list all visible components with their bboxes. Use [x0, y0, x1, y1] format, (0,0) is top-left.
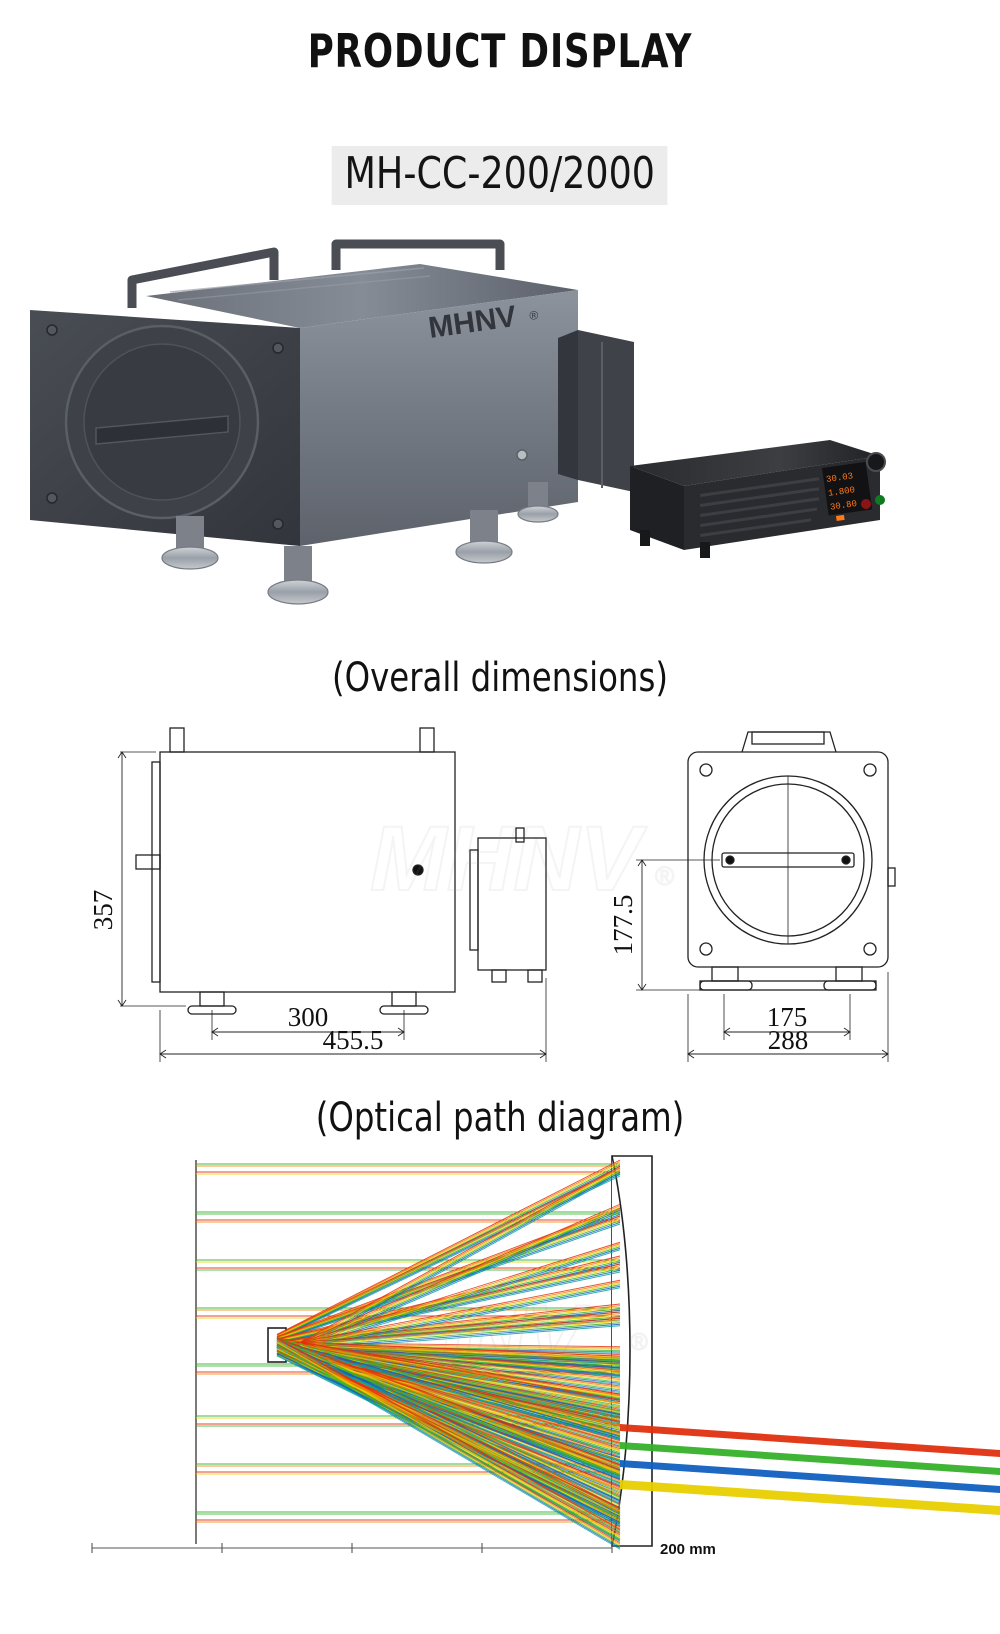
- psu-readout-group: 30.03 1.800 30.80: [826, 471, 858, 512]
- svg-text:®: ®: [655, 861, 674, 891]
- page-title: PRODUCT DISPLAY: [307, 24, 693, 78]
- psu-display-panel: [822, 461, 873, 516]
- leveling-foot-rear: [517, 482, 559, 523]
- psu-vents: [700, 477, 820, 537]
- carry-handle-rear: [127, 247, 279, 308]
- end-cap-screw-tr: [272, 342, 284, 354]
- psu-readout-current: 1.800: [828, 485, 856, 499]
- optical-path-diagram: MHNV ® 200 mm: [0, 1150, 1000, 1580]
- brand-registered-mark: ®: [528, 308, 539, 323]
- leveling-foot-left: [161, 516, 219, 570]
- scale-bar: [91, 1543, 613, 1553]
- leveling-foot-center: [267, 546, 329, 605]
- front-view-overall-width-label: 288: [768, 1025, 809, 1055]
- drawing-watermark: MHNV ®: [369, 807, 675, 911]
- end-cap-screw-tl: [46, 324, 58, 336]
- enclosure-body: [300, 290, 578, 546]
- body-screw: [516, 449, 528, 461]
- ray-bundle: [196, 1159, 1000, 1550]
- side-view-drawing: [117, 727, 547, 1062]
- power-supply-unit: 30.03 1.800 30.80: [630, 440, 886, 558]
- model-name-wrap: MH-CC-200/2000: [0, 146, 1000, 205]
- psu-knob: [866, 452, 886, 472]
- side-view-overall-length-label: 455.5: [323, 1025, 384, 1055]
- svg-text:MHNV: MHNV: [330, 1288, 590, 1384]
- front-view-feet-span-label: 175: [767, 1002, 808, 1032]
- rear-module-side: [558, 330, 578, 480]
- psu-top: [630, 440, 880, 486]
- aperture-lever: [95, 415, 229, 445]
- product-photo: MHNV ®: [0, 230, 1000, 630]
- dimensions-drawings: MHNV ® 357 300 455.5 177.5 175 288: [0, 710, 1000, 1065]
- svg-text:®: ®: [630, 1329, 648, 1356]
- front-view-foot-right: [823, 966, 877, 991]
- dimensions-section-title: (Overall dimensions): [332, 655, 668, 701]
- psu-front: [630, 466, 684, 550]
- optical-watermark: MHNV ®: [329, 1287, 649, 1385]
- psu-terminal-positive: [875, 495, 885, 505]
- psu-foot-left: [640, 530, 650, 546]
- psu-readout-voltage: 30.03: [826, 471, 854, 485]
- psu-led-indicator: [836, 514, 845, 521]
- side-view-feet-span-label: 300: [288, 1002, 329, 1032]
- carry-handle-front: [331, 239, 505, 270]
- svg-text:MHNV: MHNV: [370, 808, 648, 910]
- leveling-foot-right: [455, 510, 513, 564]
- end-cap-screw-br: [272, 518, 284, 530]
- enclosure-top: [146, 264, 578, 328]
- optical-section-title: (Optical path diagram): [315, 1095, 685, 1141]
- front-view-height-label: 177.5: [608, 895, 638, 956]
- front-view-foot-left: [699, 966, 753, 991]
- front-view-drawing: [636, 731, 896, 1062]
- psu-readout-power: 30.80: [829, 499, 857, 513]
- side-view-height-label: 357: [88, 890, 118, 931]
- psu-terminal-negative: [861, 499, 871, 509]
- rear-module: [578, 330, 634, 492]
- model-name: MH-CC-200/2000: [331, 146, 669, 205]
- end-cap-screw-bl: [46, 492, 58, 504]
- scale-bar-label: 200 mm: [660, 1541, 716, 1558]
- psu-foot-right: [700, 542, 710, 558]
